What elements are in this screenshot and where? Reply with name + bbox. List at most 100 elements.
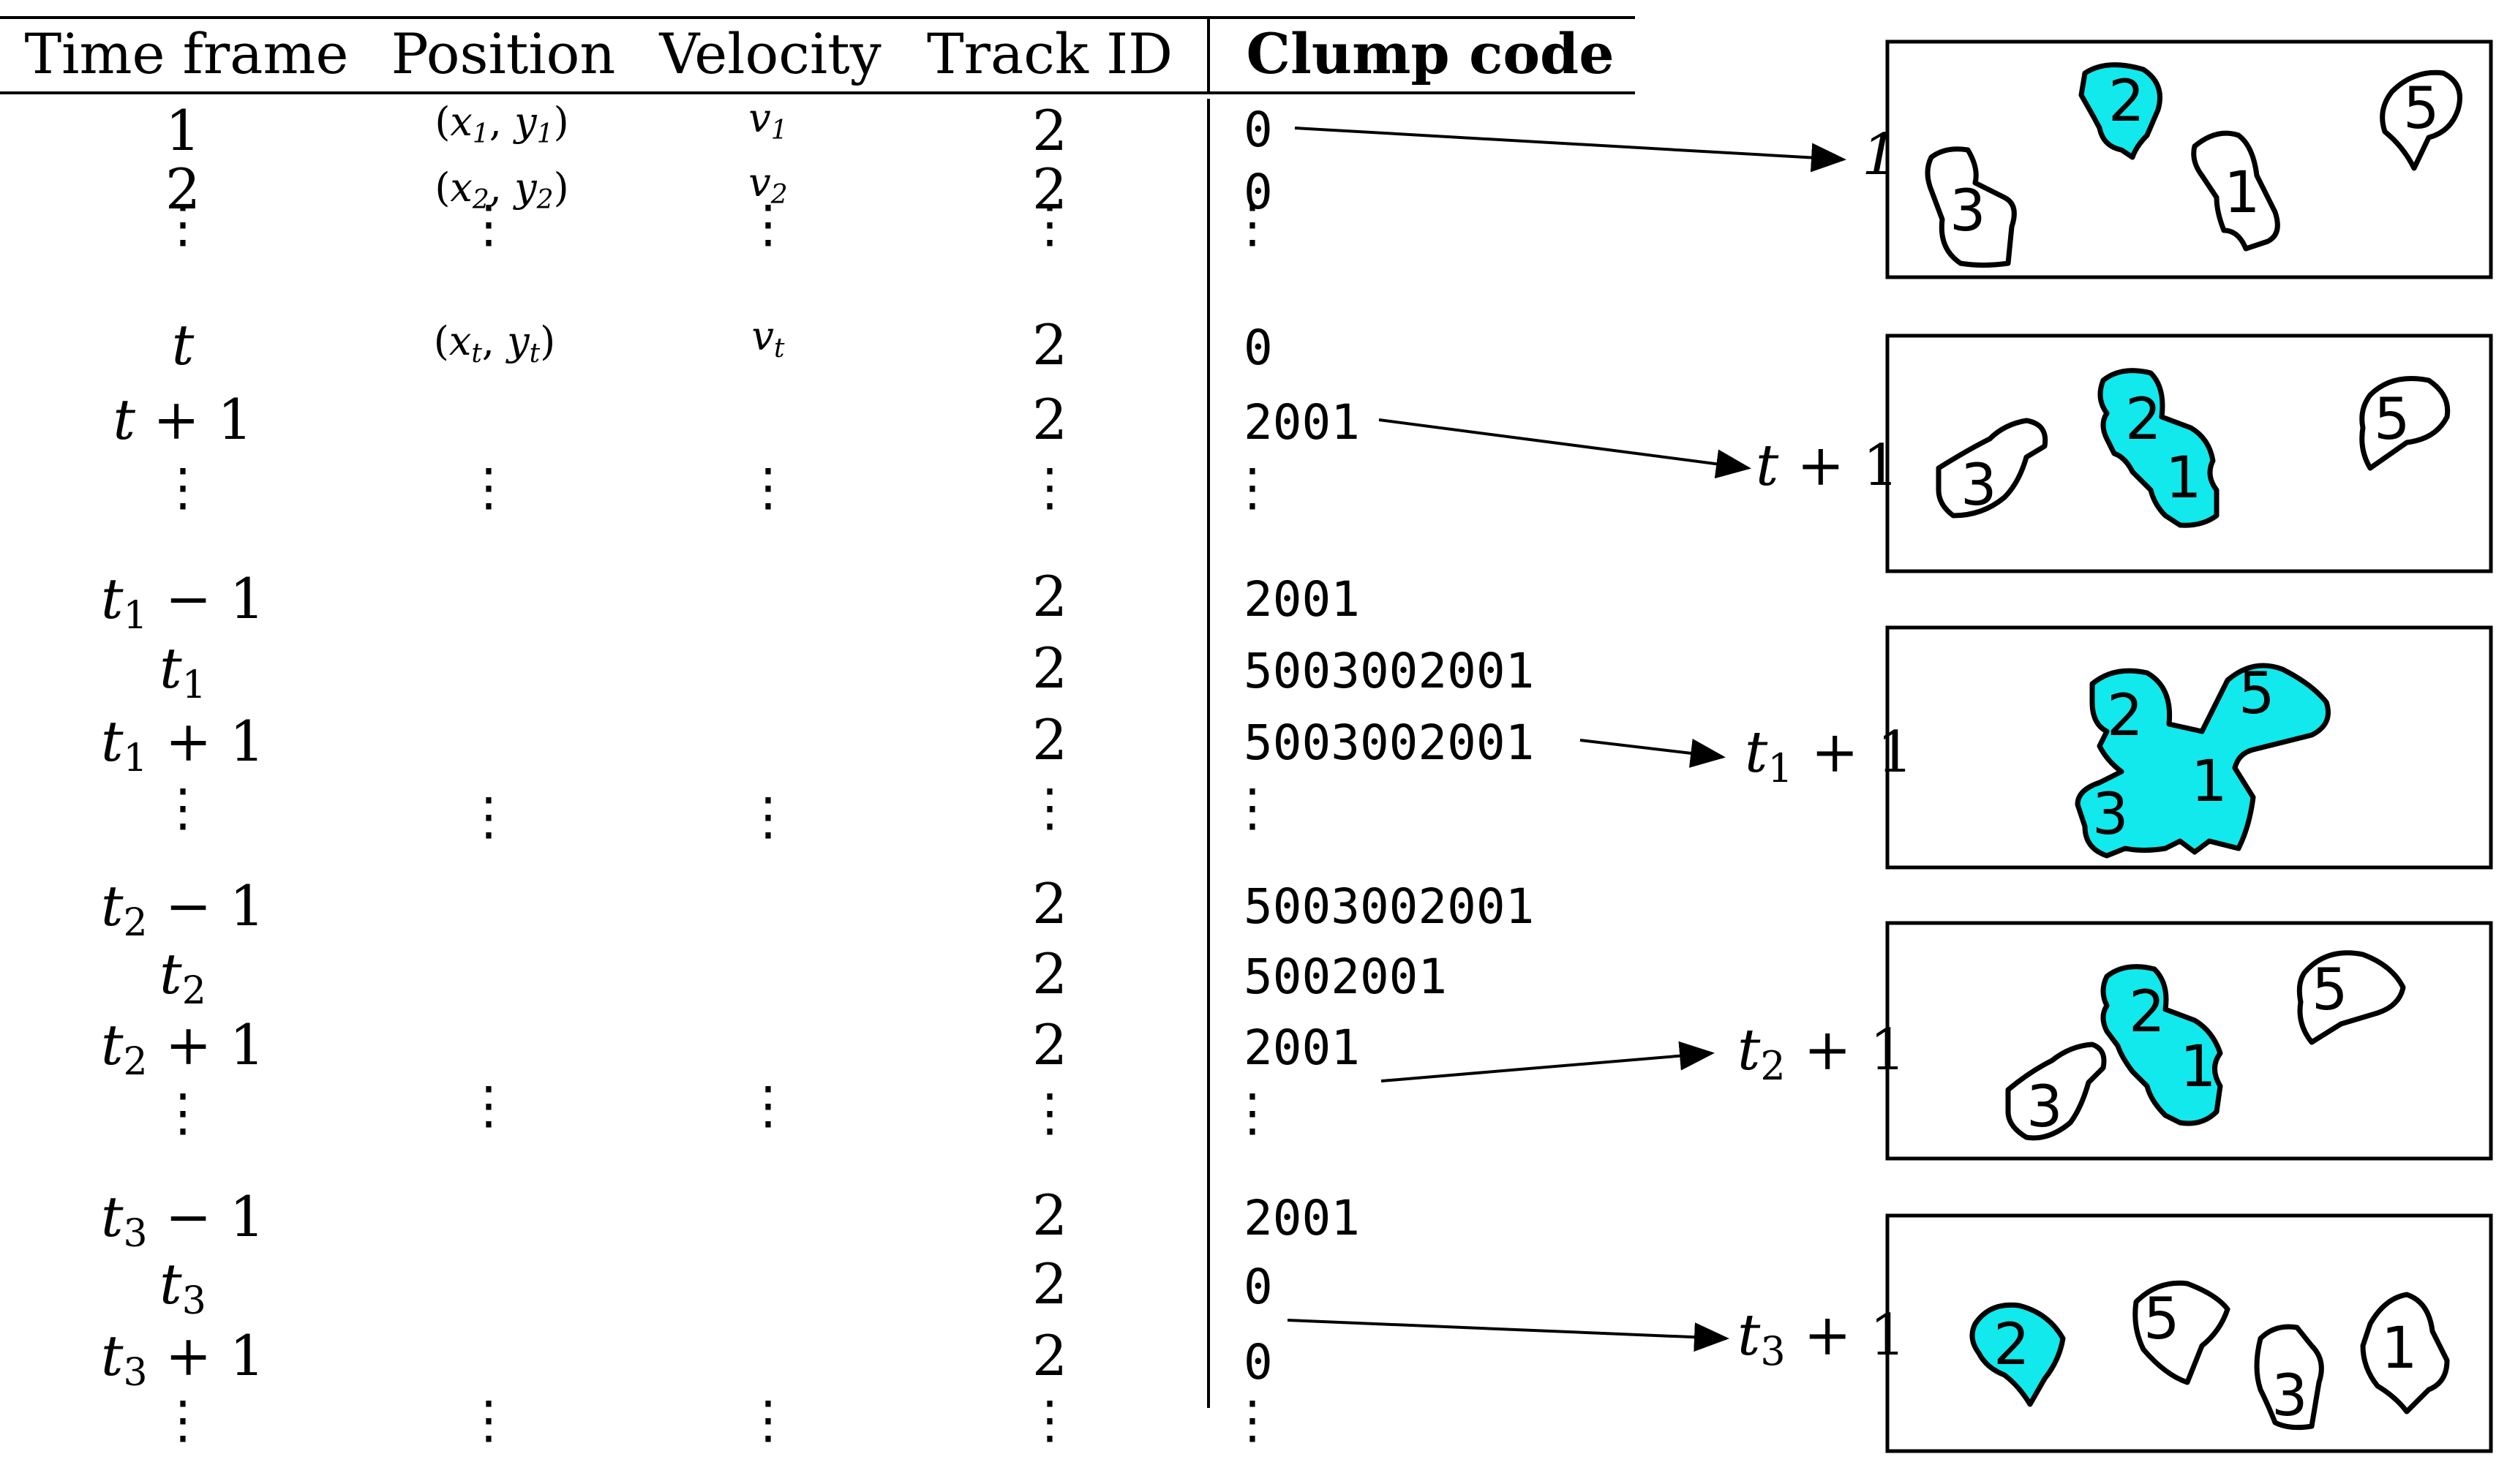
velocity-cell: vt xyxy=(752,313,786,364)
arrow-frame-t-plus-1 xyxy=(1378,418,1751,479)
tracking-table: Time frame Position Velocity Track ID Cl… xyxy=(0,16,1635,1450)
table-row-ellipsis: ⋮ ⋮ ⋮ ⋮ ⋮ xyxy=(157,777,1278,846)
time-cell: t1 xyxy=(159,636,206,707)
clump-cell: 5003002001 xyxy=(1244,878,1534,935)
blob-5: 5 xyxy=(2380,69,2462,171)
track-cell: 2 xyxy=(1032,387,1067,452)
blob-5: 5 xyxy=(2132,1280,2230,1385)
track-cell: 2 xyxy=(1032,1012,1067,1077)
time-cell: t3 − 1 xyxy=(101,1184,265,1256)
blob-2-1-clump: 2 1 xyxy=(2100,964,2223,1126)
blob-1: 1 xyxy=(2191,130,2280,252)
vdots: ⋮ xyxy=(157,1390,208,1450)
frame-panel-t-plus-1: t + 1 2 1 5 3 xyxy=(1756,334,2493,573)
time-cell: t xyxy=(172,312,195,377)
clump-cell: 2001 xyxy=(1244,571,1360,628)
time-cell: t2 + 1 xyxy=(101,1012,265,1084)
arrow-frame-t2-plus-1 xyxy=(1380,1041,1715,1082)
vdots: ⋮ xyxy=(1227,457,1278,517)
table-row: 1 (x1, y1) v1 2 0 xyxy=(165,95,1273,163)
vdots: ⋮ xyxy=(1227,777,1278,837)
frame-panel-1: 1 2 5 1 3 xyxy=(1862,39,2493,279)
table-row: t2 − 1 2 5003002001 xyxy=(101,871,1534,945)
clump-cell: 2001 xyxy=(1244,1190,1360,1246)
table-row-ellipsis: ⋮ ⋮ ⋮ ⋮ ⋮ xyxy=(157,1075,1278,1142)
svg-text:3: 3 xyxy=(2092,782,2129,848)
vdots: ⋮ xyxy=(1024,457,1075,517)
frame-panel-t3-plus-1: t3 + 1 2 5 3 1 xyxy=(1737,1213,2493,1453)
vdots: ⋮ xyxy=(1024,777,1075,837)
svg-text:1: 1 xyxy=(2224,160,2260,226)
vdots: ⋮ xyxy=(463,194,514,254)
svg-text:2: 2 xyxy=(2108,69,2145,135)
svg-text:1: 1 xyxy=(2180,1034,2217,1100)
vdots: ⋮ xyxy=(1024,1082,1075,1142)
velocity-cell: v1 xyxy=(748,95,787,146)
vdots: ⋮ xyxy=(463,786,514,846)
arrows xyxy=(1287,127,1846,1352)
blob-2: 2 xyxy=(2078,62,2162,160)
panel-label: t3 + 1 xyxy=(1737,1303,1906,1374)
header-track-id: Track ID xyxy=(927,21,1173,86)
panel-frame xyxy=(1885,625,2493,870)
vdots: ⋮ xyxy=(157,457,208,517)
svg-text:2: 2 xyxy=(1993,1312,2030,1378)
table-row: t + 1 2 2001 xyxy=(113,387,1360,452)
vdots: ⋮ xyxy=(1227,1082,1278,1142)
svg-text:5: 5 xyxy=(2374,387,2410,453)
table-row: t1 2 5003002001 xyxy=(159,636,1534,707)
panel-frame xyxy=(1885,39,2493,279)
blob-2-1-clump: 2 1 xyxy=(2097,368,2220,528)
header-velocity: Velocity xyxy=(658,21,881,86)
header-position: Position xyxy=(391,21,616,86)
blob-5: 5 xyxy=(2359,376,2451,471)
svg-text:3: 3 xyxy=(1961,453,1997,519)
blob-5: 5 xyxy=(2296,950,2406,1045)
blob-3: 3 xyxy=(2254,1324,2324,1431)
table-row-ellipsis: ⋮ ⋮ ⋮ ⋮ ⋮ xyxy=(157,194,1278,254)
svg-text:1: 1 xyxy=(2191,749,2228,815)
table-row-ellipsis: ⋮ ⋮ ⋮ ⋮ ⋮ xyxy=(157,457,1278,517)
svg-text:3: 3 xyxy=(2271,1363,2308,1429)
position-cell: (xt, yt) xyxy=(434,318,555,369)
table-row: 2 (x2, y2) v2 2 0 xyxy=(165,157,1273,222)
blob-1: 1 xyxy=(2360,1292,2450,1415)
table-row: t3 + 1 2 0 xyxy=(101,1323,1273,1395)
table-row: t2 + 1 2 2001 xyxy=(101,1012,1360,1084)
vdots: ⋮ xyxy=(1227,194,1278,254)
panel-frame xyxy=(1885,1213,2493,1453)
arrow-frame-1 xyxy=(1294,127,1846,173)
table-row: t1 − 1 2 2001 xyxy=(101,564,1360,638)
vdots: ⋮ xyxy=(157,1082,208,1142)
table-row: t3 2 0 xyxy=(159,1251,1273,1323)
clump-cell: 5003002001 xyxy=(1244,643,1534,699)
panel-label: t + 1 xyxy=(1756,433,1899,499)
table-row-ellipsis: ⋮ ⋮ ⋮ ⋮ ⋮ xyxy=(157,1390,1278,1450)
header-time-frame: Time frame xyxy=(24,21,348,86)
track-cell: 2 xyxy=(1032,1251,1067,1317)
time-cell: t1 + 1 xyxy=(101,709,265,780)
clump-cell: 5003002001 xyxy=(1244,715,1534,771)
time-cell: t1 − 1 xyxy=(101,566,265,638)
svg-text:1: 1 xyxy=(2381,1316,2418,1382)
panel-label: 1 xyxy=(1862,122,1898,188)
table-row: t (xt, yt) vt 2 0 xyxy=(172,312,1273,377)
clump-cell: 0 xyxy=(1244,164,1273,220)
svg-text:2: 2 xyxy=(2125,387,2162,453)
vdots: ⋮ xyxy=(1024,194,1075,254)
svg-text:5: 5 xyxy=(2143,1287,2180,1352)
panel-label: t1 + 1 xyxy=(1745,720,1913,791)
blob-merged-clump: 2 5 3 1 xyxy=(2075,661,2331,859)
clump-cell: 0 xyxy=(1244,102,1273,158)
vdots: ⋮ xyxy=(1024,1390,1075,1450)
frame-panel-t2-plus-1: t2 + 1 2 1 5 3 xyxy=(1737,921,2493,1161)
position-cell: (x1, y1) xyxy=(435,99,568,149)
track-cell: 2 xyxy=(1032,636,1067,701)
svg-text:5: 5 xyxy=(2312,957,2348,1023)
blob-2: 2 xyxy=(1969,1302,2066,1407)
vdots: ⋮ xyxy=(463,1075,514,1135)
clump-cell: 2001 xyxy=(1244,1020,1360,1076)
vdots: ⋮ xyxy=(743,457,794,517)
vdots: ⋮ xyxy=(157,194,208,254)
